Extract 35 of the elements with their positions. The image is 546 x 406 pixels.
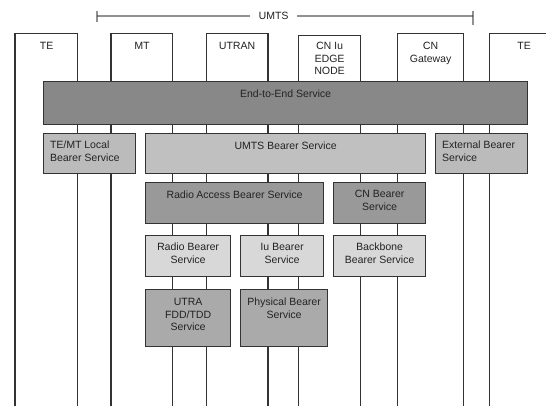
span-label: UMTS [258,10,290,22]
box-label: Radio Access Bearer Service [166,189,304,202]
box-label: End-to-End Service [238,88,332,100]
box-label: TE [516,40,532,52]
service-box [435,133,528,174]
service-box [145,182,324,224]
service-box [145,289,231,347]
service-box [240,289,328,347]
service-box [333,235,426,277]
service-box [333,182,426,224]
box-label: UTRA FDD/TDD Service [164,296,212,334]
service-box [145,235,231,277]
service-box [240,235,324,277]
column-box [14,33,78,81]
box-label: CN Gateway [408,40,452,65]
service-box [43,81,528,125]
box-label: UMTS Bearer Service [233,140,338,152]
service-box [43,133,136,174]
box-label: Backbone Bearer Service [344,241,416,266]
column-box [206,33,269,81]
column-box [489,33,546,81]
service-box [145,133,426,174]
column-box [110,33,173,81]
box-label: Physical Bearer Service [247,296,321,321]
box-label: UTRAN [218,40,256,52]
column-box [397,33,464,81]
box-label: CN Bearer Service [354,188,406,213]
box-label: Radio Bearer Service [156,241,220,266]
box-label: Iu Bearer Service [259,241,305,266]
box-label: MT [133,40,151,52]
box-label: TE [38,40,54,52]
box-label: External Bearer Service [442,139,516,164]
box-label: TE/MT Local Bearer Service [50,139,120,164]
box-label: CN Iu EDGE NODE [313,40,346,78]
column-box [298,35,361,81]
